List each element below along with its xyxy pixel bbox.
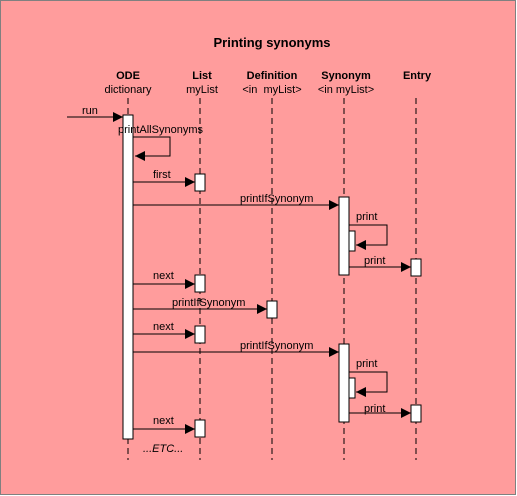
activations [122,114,422,440]
message-printallsynonyms-label: printAllSynonyms [118,124,203,136]
message-next-2-label: next [153,321,174,333]
message-print-entry-1-label: print [364,255,385,267]
lifeline-list-name: List [192,70,212,82]
lifeline-definition-name: Definition [247,70,298,82]
activation-list-next-2 [194,325,206,344]
activation-list-next-3 [194,419,206,438]
lifeline-ode-sub: dictionary [104,84,152,96]
message-printifsynonym-3-label: printIfSynonym [240,340,313,352]
diagram-title: Printing synonyms [213,35,330,50]
message-next-3-label: next [153,415,174,427]
messages [67,112,411,434]
message-printallsynonyms-arrow [133,136,171,161]
activation-definition [266,300,278,319]
lifeline-definition-sub: <in myList> [242,84,301,96]
activation-synonym-1-self [348,230,356,252]
message-next-1-label: next [153,270,174,282]
activation-ode [122,114,134,440]
message-print-self-1-arrow [349,224,388,250]
lifeline-ode-name: ODE [116,70,140,82]
lifeline-synonym-name: Synonym [321,70,371,82]
activation-synonym-2 [338,343,350,423]
message-print-self-1-label: print [356,211,377,223]
message-first-label: first [153,169,171,181]
activation-synonym-2-self [348,377,356,399]
lifeline-entry-name: Entry [403,70,432,82]
message-run-label: run [82,105,98,117]
activation-entry-2 [410,404,422,423]
message-print-self-2-arrow [349,371,388,397]
message-print-self-2-label: print [356,358,377,370]
activation-list-next-1 [194,274,206,293]
activation-list-first [194,173,206,192]
activation-entry-1 [410,258,422,277]
lifeline-list-sub: myList [186,84,218,96]
message-labels: run printAllSynonyms first printIfSynony… [82,105,385,427]
message-print-entry-2-label: print [364,403,385,415]
message-printifsynonym-1-label: printIfSynonym [240,193,313,205]
activation-synonym-1 [338,196,350,276]
lifeline-synonym-sub: <in myList> [318,84,374,96]
continuation-label: ...ETC... [143,443,183,455]
message-printifsynonym-2-label: printIfSynonym [172,297,245,309]
